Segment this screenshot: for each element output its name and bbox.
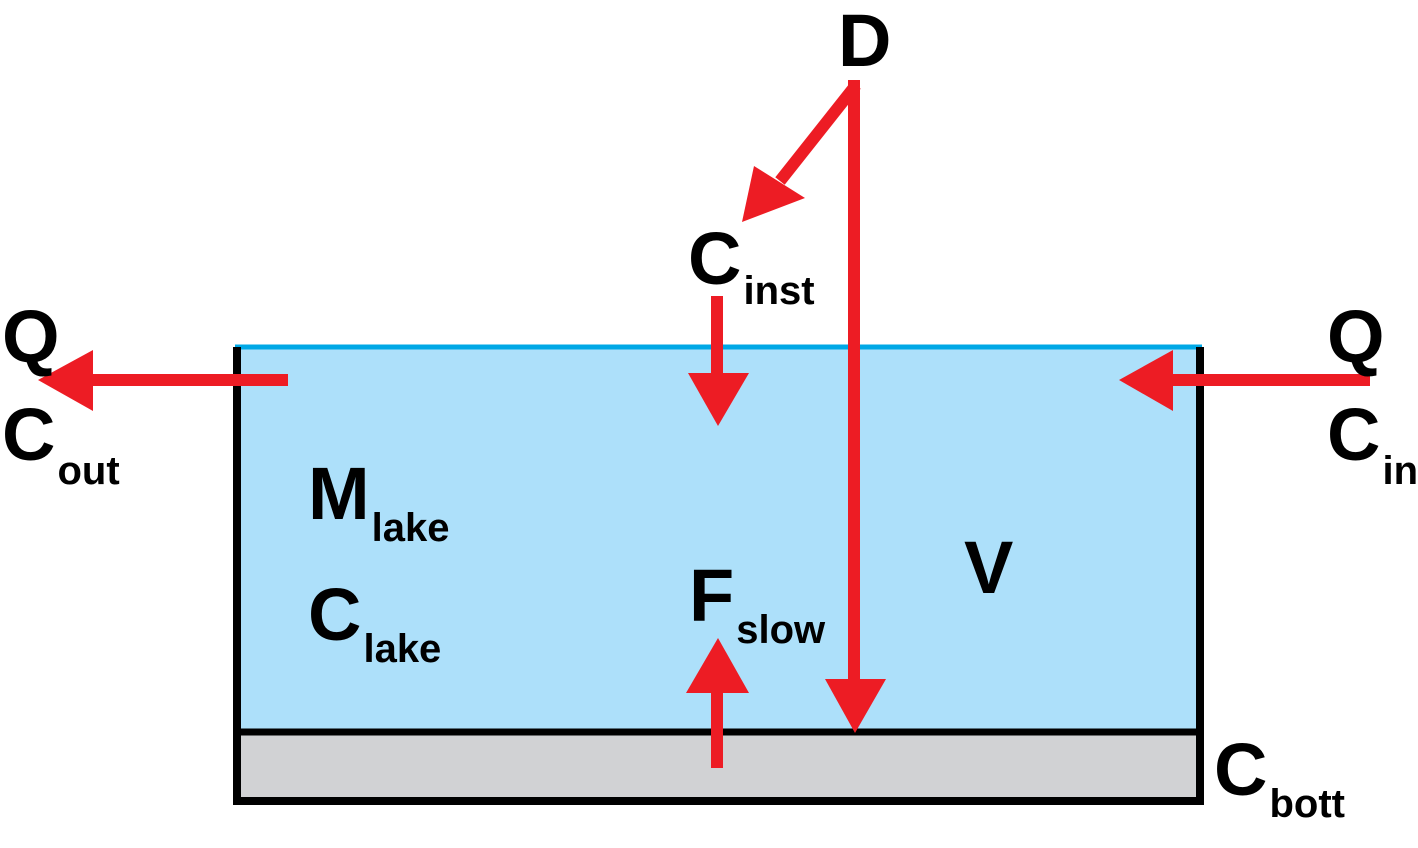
- volume-label: V: [964, 526, 1013, 609]
- instant-concentration-label: Cinst: [688, 217, 815, 313]
- arrows: [38, 80, 1370, 768]
- lake-concentration-label: Clake: [308, 573, 441, 671]
- outflow-q-label: Q: [2, 295, 60, 378]
- outflow-arrow: [38, 350, 288, 411]
- bottom-concentration-label: Cbott: [1214, 728, 1345, 826]
- basin-outline: [233, 347, 1204, 805]
- deposition-to-bottom-arrow: [825, 80, 886, 733]
- instant-input-arrow: [688, 296, 749, 426]
- lake-mass-label: Mlake: [308, 452, 450, 550]
- inflow-concentration-label: Cin: [1327, 393, 1418, 493]
- outflow-concentration-label: Cout: [2, 393, 120, 493]
- inflow-arrow: [1119, 350, 1370, 411]
- inflow-q-label: Q: [1327, 295, 1385, 378]
- slow-flux-arrow: [686, 638, 749, 768]
- deposition-label: D: [838, 0, 891, 82]
- slow-flux-label: Fslow: [689, 554, 826, 652]
- deposition-to-instant-arrow: [742, 81, 861, 222]
